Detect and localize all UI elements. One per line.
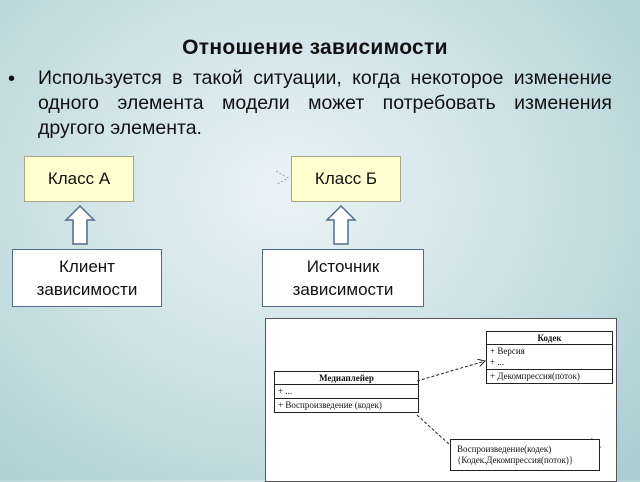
uml-note-link — [416, 414, 451, 446]
uml-example-panel: Медиаплейер + ... + Воспроизведение (код… — [265, 318, 617, 482]
bullet-text: Используется в такой ситуации, когда нек… — [38, 67, 612, 139]
slide-title: Отношение зависимости — [182, 36, 448, 59]
client-box: Клиент зависимости — [12, 249, 162, 307]
uml-codec-attrs: + Версия + ... — [487, 345, 612, 370]
uml-note-line1: Воспроизведение(кодек) — [457, 444, 552, 454]
uml-codec-op: + Декомпрессия(поток) — [490, 371, 580, 381]
uml-class-codec: Кодек + Версия + ... + Декомпрессия(пото… — [486, 331, 613, 384]
uml-mediaplayer-op: + Воспроизведение (кодек) — [278, 400, 382, 410]
client-label-line2: зависимости — [36, 280, 138, 299]
uml-note-line2: {Кодек.Декомпрессия(поток)} — [457, 455, 574, 465]
uml-note: Воспроизведение(кодек) {Кодек.Декомпресс… — [450, 439, 600, 471]
client-label-line1: Клиент — [59, 257, 115, 276]
source-label-line1: Источник — [306, 257, 380, 276]
class-b-box: Класс Б — [291, 156, 401, 202]
uml-codec-attr-1: + Версия — [490, 346, 525, 356]
uml-codec-attr-2: + ... — [490, 357, 505, 367]
uml-mediaplayer-name: Медиаплейер — [275, 372, 418, 385]
source-label-line2: зависимости — [292, 280, 394, 299]
uml-mediaplayer-attr: + ... — [275, 385, 418, 399]
source-arrow-icon — [325, 204, 357, 245]
class-a-box: Класс А — [24, 156, 134, 202]
client-arrow-icon — [64, 204, 96, 245]
bullet-dot-icon: • — [8, 68, 16, 90]
uml-class-mediaplayer: Медиаплейер + ... + Воспроизведение (код… — [274, 371, 419, 413]
source-box: Источник зависимости — [262, 249, 424, 307]
dependency-chevron-icon — [275, 170, 289, 186]
uml-dependency-arrow — [416, 361, 485, 382]
uml-codec-name: Кодек — [487, 332, 612, 345]
